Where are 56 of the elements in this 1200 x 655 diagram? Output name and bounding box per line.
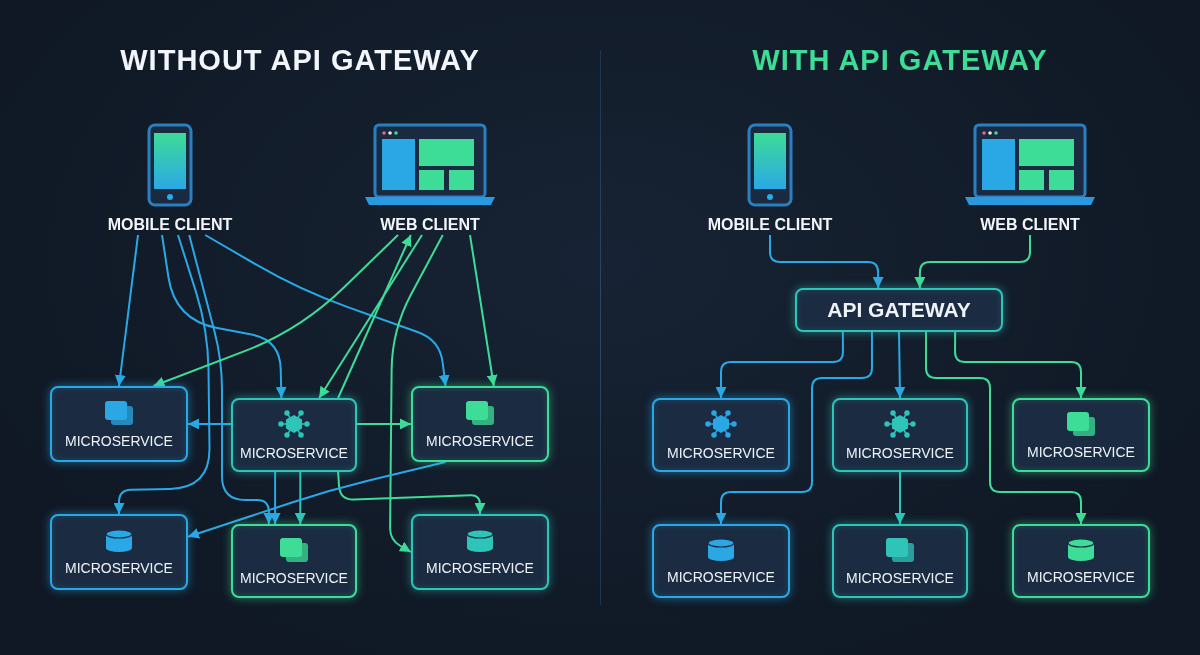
arrow xyxy=(318,234,423,399)
service-label: MICROSERVICE xyxy=(65,433,173,449)
section-heading: WITHOUT API GATEWAY xyxy=(119,44,481,77)
arrow xyxy=(389,234,444,553)
service-box xyxy=(411,386,549,462)
service-box xyxy=(1012,398,1150,472)
arrow xyxy=(113,234,211,515)
service-label: MICROSERVICE xyxy=(846,570,954,586)
arrow xyxy=(152,234,399,388)
client-label: WEB CLIENT xyxy=(380,215,480,235)
arrow xyxy=(469,234,498,387)
arrow xyxy=(894,331,906,399)
gateway-box xyxy=(795,288,1003,332)
service-label: MICROSERVICE xyxy=(846,445,954,461)
client-label: MOBILE CLIENT xyxy=(107,215,233,235)
service-box xyxy=(652,398,790,472)
arrow xyxy=(715,331,844,399)
arrow xyxy=(269,471,281,525)
service-label: MICROSERVICE xyxy=(667,445,775,461)
service-label: MICROSERVICE xyxy=(426,433,534,449)
service-box xyxy=(652,524,790,598)
arrow xyxy=(294,471,306,525)
arrow xyxy=(954,331,1087,399)
arrow xyxy=(769,234,884,289)
service-box xyxy=(1012,524,1150,598)
service-label: MICROSERVICE xyxy=(426,560,534,576)
arrow xyxy=(914,234,1031,289)
arrow xyxy=(356,418,412,430)
service-label: MICROSERVICE xyxy=(240,570,348,586)
service-box xyxy=(411,514,549,590)
service-box xyxy=(231,524,357,598)
service-box xyxy=(50,386,188,462)
service-box xyxy=(832,524,968,598)
service-label: MICROSERVICE xyxy=(65,560,173,576)
service-label: MICROSERVICE xyxy=(667,569,775,585)
arrow xyxy=(715,331,873,525)
arrow xyxy=(925,331,1087,525)
section-heading: WITH API GATEWAY xyxy=(751,44,1049,77)
service-box xyxy=(50,514,188,590)
arrow xyxy=(188,234,275,525)
service-box xyxy=(832,398,968,472)
arrow xyxy=(187,418,232,430)
client-label: WEB CLIENT xyxy=(980,215,1080,235)
arrow xyxy=(161,234,287,399)
client-label: MOBILE CLIENT xyxy=(707,215,833,235)
service-label: MICROSERVICE xyxy=(240,445,348,461)
service-label: MICROSERVICE xyxy=(1027,444,1135,460)
arrow xyxy=(187,461,447,539)
arrow xyxy=(894,471,906,525)
arrow xyxy=(204,234,450,387)
service-label: MICROSERVICE xyxy=(1027,569,1135,585)
arrow xyxy=(337,471,486,515)
gateway-label: API GATEWAY xyxy=(827,298,971,322)
arrow xyxy=(114,234,139,387)
service-box xyxy=(231,398,357,472)
arrow xyxy=(337,234,412,399)
